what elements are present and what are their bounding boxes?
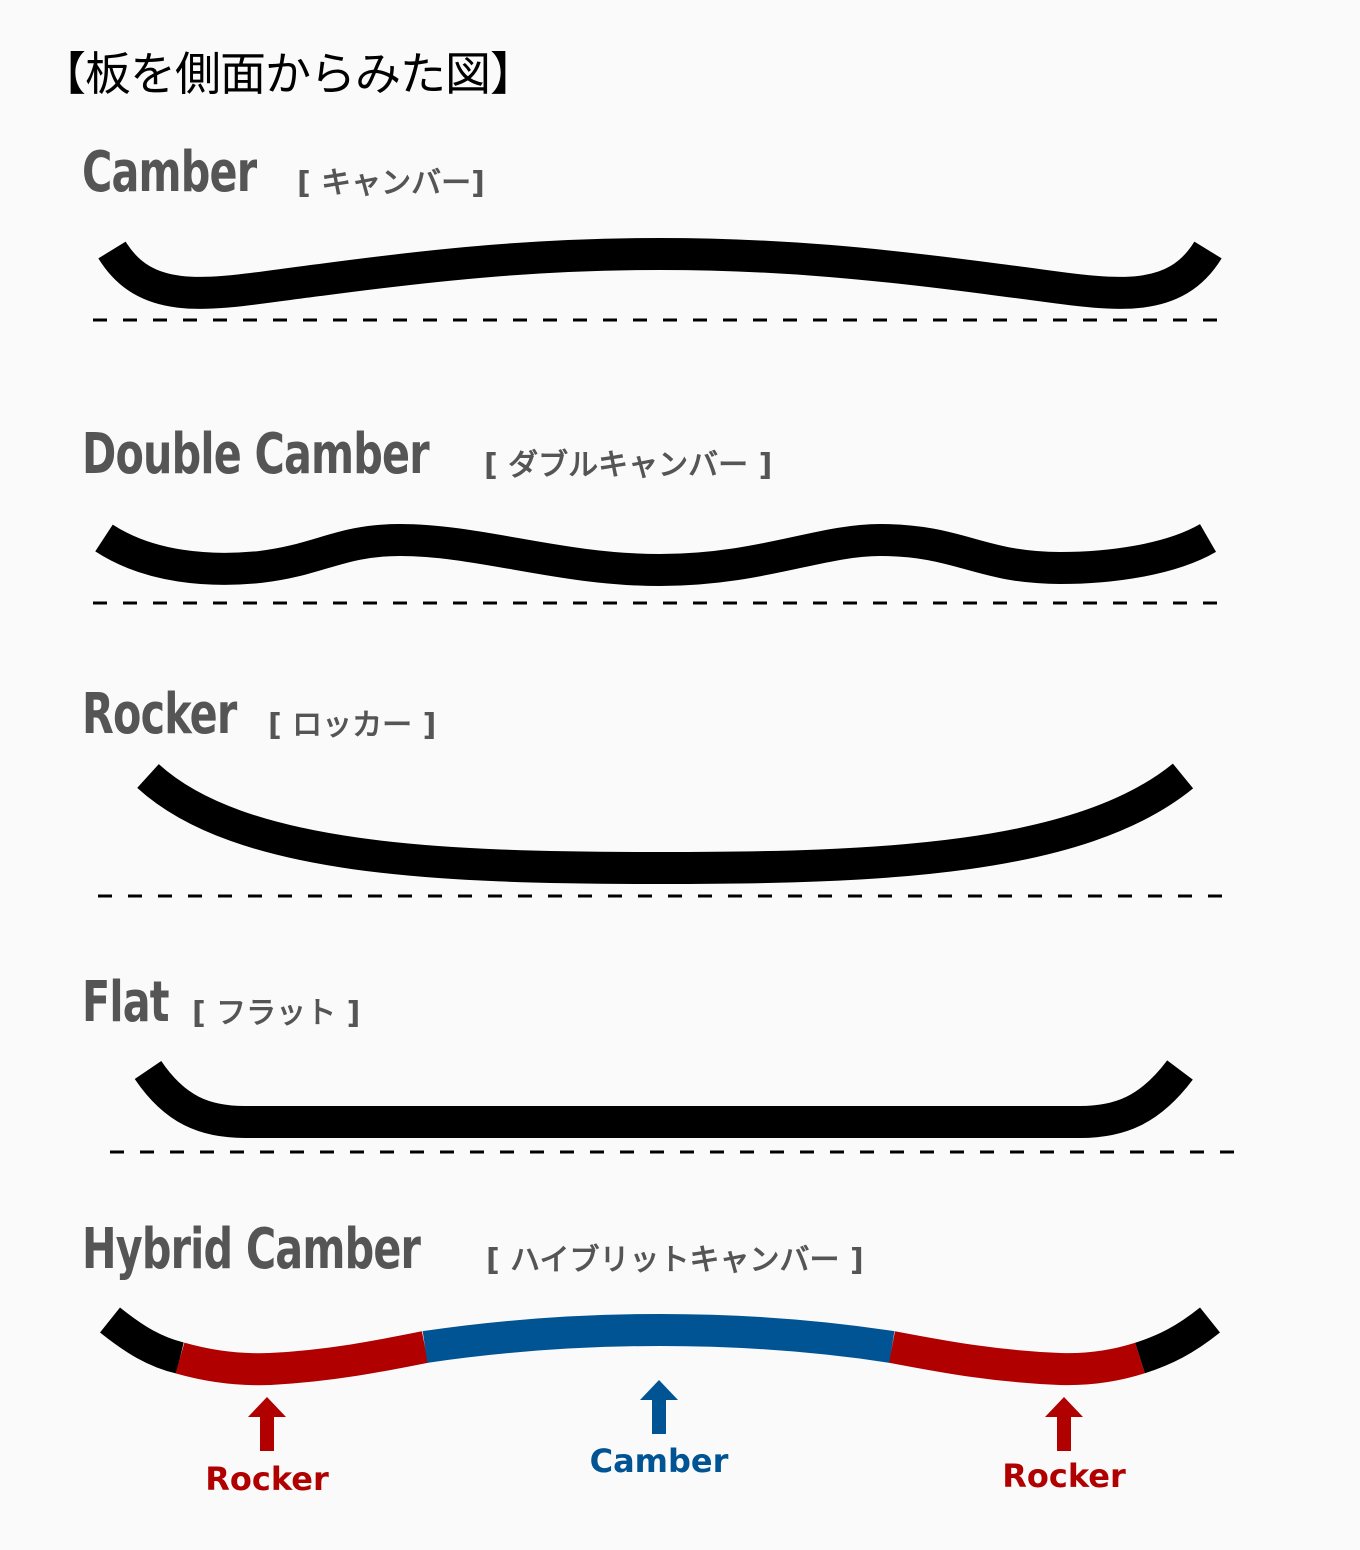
double-camber-profile [95, 523, 1217, 587]
heading-rocker: Rocker [ ロッカー ] [82, 682, 436, 747]
heading-jp: [ ロッカー ] [268, 708, 437, 743]
heading-en: Hybrid Camber [82, 1217, 421, 1282]
heading-camber: Camber [ キャンバー] [82, 140, 485, 205]
hybrid-rocker-nose [889, 1331, 1145, 1386]
heading-double-camber: Double Camber [ ダブルキャンバー ] [82, 422, 772, 487]
rocker-profile [137, 763, 1194, 885]
heading-jp: [ キャンバー] [297, 166, 485, 201]
hybrid-camber-center [422, 1313, 895, 1363]
heading-flat: Flat [ フラット ] [82, 970, 360, 1035]
heading-hybrid-camber: Hybrid Camber [ ハイブリットキャンバー ] [82, 1217, 864, 1282]
arrow-up-icon-rocker-tail [248, 1397, 286, 1451]
hybrid-camber-profile [100, 1307, 1220, 1386]
hybrid-tail-tip [100, 1307, 185, 1374]
heading-jp: [ ハイブリットキャンバー ] [486, 1243, 864, 1278]
page-title: 【板を側面からみた図】 [40, 47, 536, 101]
heading-jp: [ フラット ] [192, 996, 361, 1031]
hybrid-nose-tip [1134, 1307, 1220, 1374]
label-rocker-tail: Rocker [205, 1460, 329, 1498]
heading-en: Camber [82, 140, 257, 205]
heading-en: Double Camber [82, 422, 430, 487]
arrow-up-icon-rocker-nose [1045, 1397, 1083, 1451]
camber-profile [98, 237, 1222, 309]
heading-jp: [ ダブルキャンバー ] [484, 448, 773, 483]
label-camber: Camber [589, 1442, 729, 1480]
heading-en: Rocker [82, 682, 237, 747]
flat-profile [134, 1060, 1193, 1138]
arrow-up-icon-camber [640, 1380, 678, 1434]
label-rocker-nose: Rocker [1002, 1457, 1126, 1495]
hybrid-rocker-tail [175, 1331, 429, 1386]
heading-en: Flat [82, 970, 170, 1035]
